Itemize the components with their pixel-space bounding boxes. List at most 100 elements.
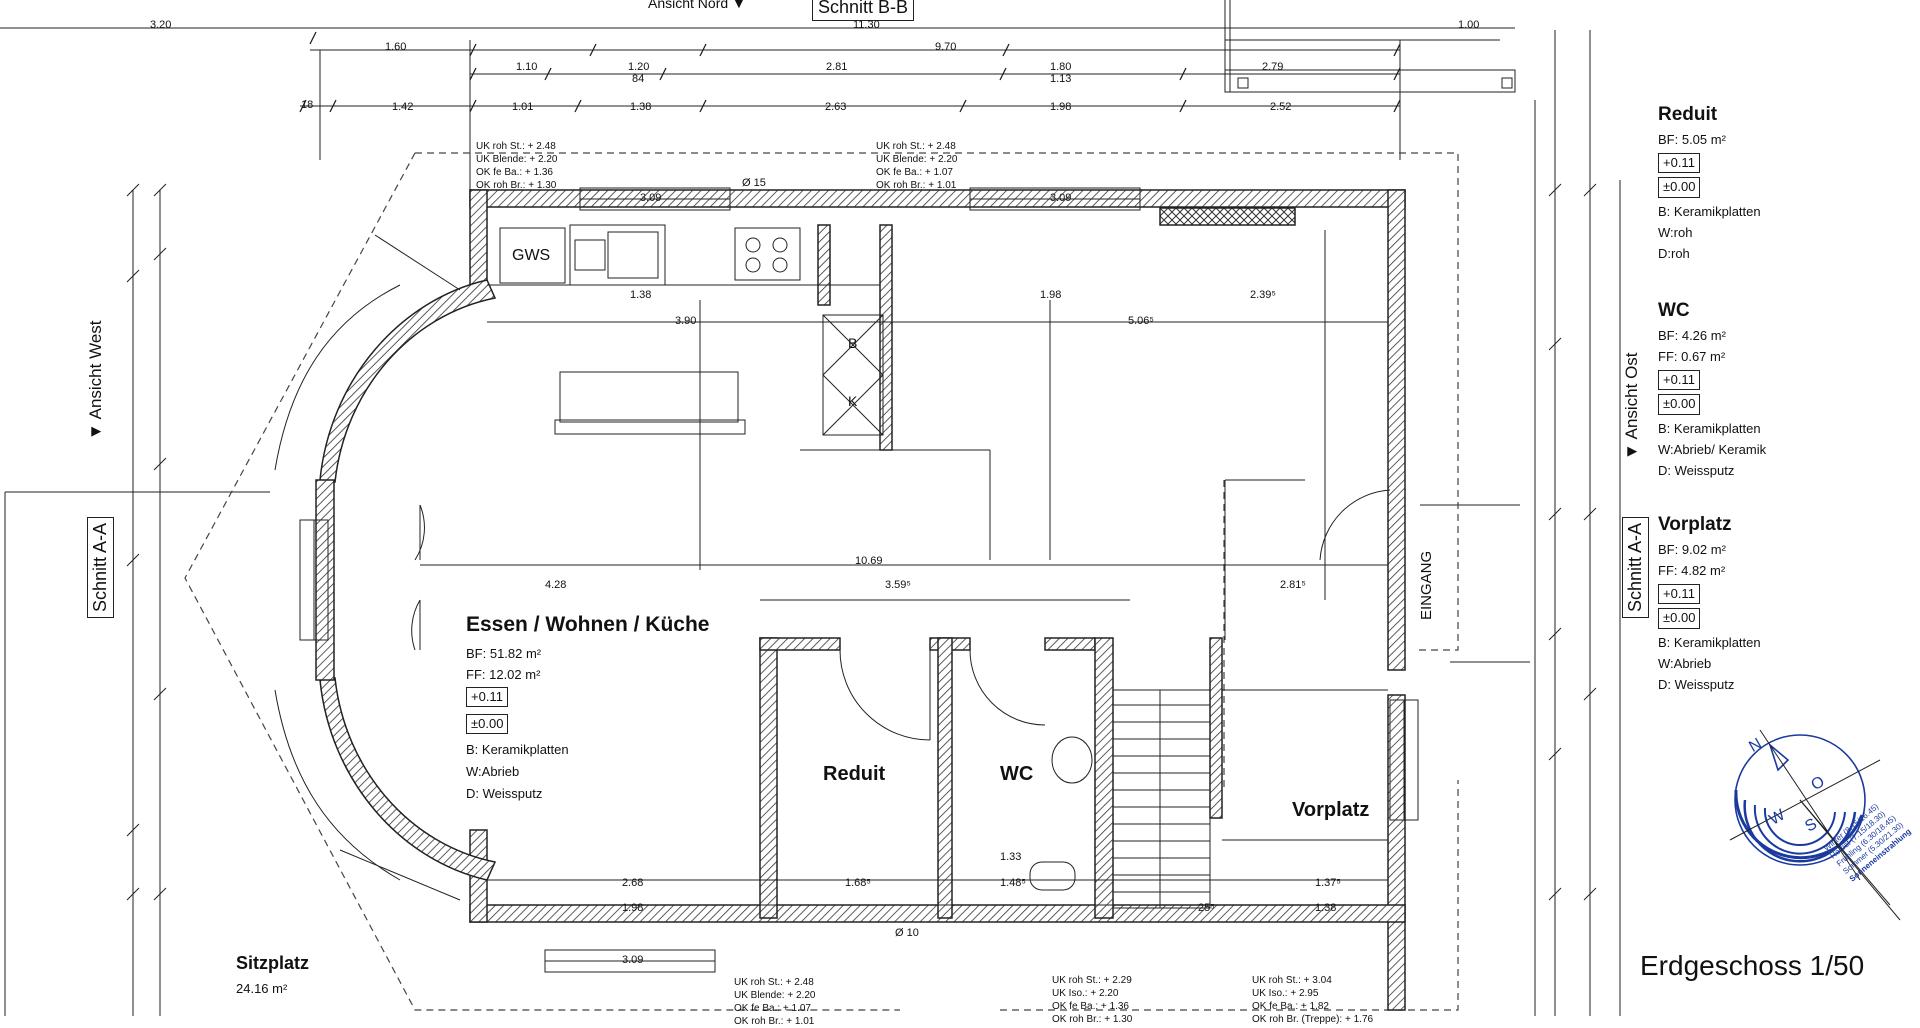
dim-inner: 3.90 xyxy=(675,315,697,327)
sitzplatz-area: 24.16 m² xyxy=(236,981,288,996)
legend-ceiling: D: Weissputz xyxy=(1658,676,1735,692)
dim-top: 1.38 xyxy=(630,101,652,113)
dim-inner: 1.37⁵ xyxy=(1315,877,1341,889)
legend-floor: B: Keramikplatten xyxy=(1658,203,1761,219)
legend-bf: BF: 5.05 m² xyxy=(1658,132,1726,147)
dim-top: 1.60 xyxy=(385,41,407,53)
legend-reduit: Reduit BF: 5.05 m² +0.11 ±0.00 B: Kerami… xyxy=(1658,104,1761,261)
living-bf: BF: 51.82 m² xyxy=(466,646,542,661)
dim-inner: 5.06⁵ xyxy=(1128,315,1154,327)
dim-top: 2.81 xyxy=(826,61,848,73)
room-title-gws: GWS xyxy=(512,247,551,264)
interior-walls xyxy=(759,224,1223,919)
room-title-vorplatz: Vorplatz xyxy=(1292,799,1370,821)
dim-inner: 1.33 xyxy=(1000,851,1022,863)
dim-inner: 3.59⁵ xyxy=(885,579,911,591)
west-view-label: ▼ Ansicht West xyxy=(86,320,105,441)
dim-top: 3.20 xyxy=(150,19,172,31)
room-title-living: Essen / Wohnen / Küche xyxy=(466,613,710,636)
legend-wc: WC BF: 4.26 m² FF: 0.67 m² +0.11 ±0.00 B… xyxy=(1658,300,1766,478)
legend-title: WC xyxy=(1658,300,1690,321)
room-title-reduit: Reduit xyxy=(823,763,886,785)
dim-inner: 10.69 xyxy=(855,555,883,567)
dim-inner: 4.28 xyxy=(545,579,567,591)
legend-wall: W:Abrieb/ Keramik xyxy=(1658,441,1767,457)
dim-inner: 1.48⁵ xyxy=(1000,877,1026,889)
legend-level-bottom: ±0.00 xyxy=(1658,177,1701,198)
compass-diagram xyxy=(1729,729,1901,921)
legend-wall: W:Abrieb xyxy=(1658,655,1712,671)
legend-floor: B: Keramikplatten xyxy=(1658,634,1761,650)
dim-top: 11.30 xyxy=(853,19,880,31)
raf-label: 3.09 xyxy=(622,954,644,966)
dim-top: 18 xyxy=(301,99,314,111)
legend-wall: W:roh xyxy=(1658,224,1693,240)
dim-inner: Ø 15 xyxy=(742,177,766,189)
legend-title: Vorplatz xyxy=(1658,514,1732,535)
legend-level-bottom: ±0.00 xyxy=(1658,608,1701,629)
dim-top: 1.01 xyxy=(512,101,534,113)
living-level-bottom: ±0.00 xyxy=(466,714,509,735)
dim-inner: 1.38 xyxy=(1315,902,1337,914)
dim-top: 1.98 xyxy=(1050,101,1072,113)
room-title-sitzplatz: Sitzplatz xyxy=(236,953,310,973)
living-floor: B: Keramikplatten xyxy=(466,742,569,757)
legend-level-top: +0.11 xyxy=(1658,153,1700,174)
legend-level-top: +0.11 xyxy=(1658,370,1700,391)
legend-level-top: +0.11 xyxy=(1658,584,1700,605)
living-ff: FF: 12.02 m² xyxy=(466,667,541,682)
living-ceiling: D: Weissputz xyxy=(466,786,543,801)
dim-top: 1.42 xyxy=(392,101,414,113)
dim-top: 9.70 xyxy=(935,41,957,53)
legend-bf: BF: 9.02 m² xyxy=(1658,542,1726,557)
living-level-top: +0.11 xyxy=(466,687,508,708)
dim-top: 1.20 xyxy=(628,61,650,73)
legend-bf: BF: 4.26 m² xyxy=(1658,328,1726,343)
dim-top: 2.63 xyxy=(825,101,847,113)
dim-inner: 2.68 xyxy=(622,877,644,889)
legend-ceiling: D:roh xyxy=(1658,245,1690,261)
legend-ceiling: D: Weissputz xyxy=(1658,462,1735,478)
dim-top: 1.10 xyxy=(516,61,538,73)
north-view-label: Ansicht Nord ▼ xyxy=(648,0,746,11)
dimension-lines-left xyxy=(4,183,270,1016)
raf-label: 3.09 xyxy=(1050,192,1072,204)
legend-floor: B: Keramikplatten xyxy=(1658,420,1761,436)
legend-level-bottom: ±0.00 xyxy=(1658,394,1701,415)
dim-inner: 25⁵ xyxy=(1198,902,1215,914)
section-bb-label: Schnitt B-B xyxy=(812,0,915,21)
stairs xyxy=(1112,689,1211,909)
shaft-mark-k: K xyxy=(848,393,858,409)
dim-top: 2.79 xyxy=(1262,61,1284,73)
exterior-walls xyxy=(315,189,1406,1011)
dim-top: 84 xyxy=(632,73,645,85)
dimension-lines-top xyxy=(0,0,1516,195)
shaft-mark-b: B xyxy=(848,335,858,351)
dim-inner: 2.81⁵ xyxy=(1280,579,1306,591)
dim-inner: 1.68⁵ xyxy=(845,877,871,889)
legend-ff: FF: 4.82 m² xyxy=(1658,563,1726,578)
dim-top: 1.80 xyxy=(1050,61,1072,73)
dim-top: 1.13 xyxy=(1050,73,1072,85)
entrance-label: EINGANG xyxy=(1418,550,1435,620)
section-aa-right-label: Schnitt A-A xyxy=(1622,516,1649,618)
dashed-outline xyxy=(184,152,1459,1011)
plan-details xyxy=(411,224,1391,909)
dim-inner: 1.38 xyxy=(630,289,652,301)
section-aa-left-label: Schnitt A-A xyxy=(87,516,114,618)
dimension-lines-right xyxy=(1420,30,1621,1016)
legend-vorplatz: Vorplatz BF: 9.02 m² FF: 4.82 m² +0.11 ±… xyxy=(1658,514,1761,692)
windows xyxy=(274,187,1419,973)
dim-inner: Ø 10 xyxy=(895,927,919,939)
dim-inner: 1.98 xyxy=(1040,289,1062,301)
raf-label: 3.09 xyxy=(640,192,662,204)
plan-title: Erdgeschoss 1/50 xyxy=(1640,950,1865,981)
legend-title: Reduit xyxy=(1658,104,1718,125)
legend-ff: FF: 0.67 m² xyxy=(1658,349,1726,364)
